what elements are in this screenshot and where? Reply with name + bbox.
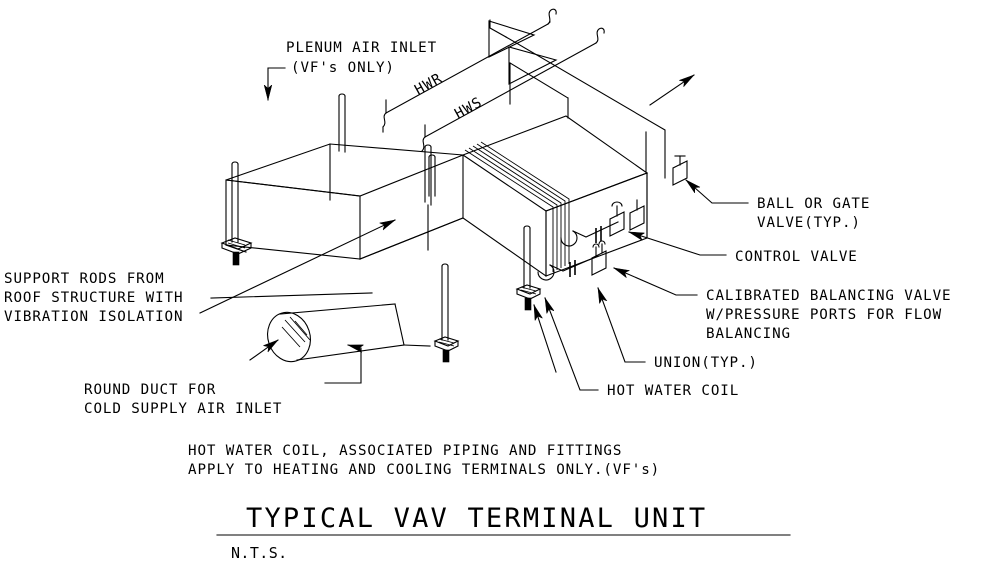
drawing-scale-note: N.T.S. (231, 544, 288, 562)
coil-lower-header-piping (538, 241, 606, 280)
leader-lines (200, 68, 748, 390)
support-rod-assembly-3 (425, 145, 431, 250)
general-note-line1: HOT WATER COIL, ASSOCIATED PIPING AND FI… (188, 443, 622, 459)
callout-calibrated-balancing-valve-line3: BALANCING (706, 326, 791, 342)
callout-control-valve: CONTROL VALVE (735, 249, 858, 265)
pipe-label-hwr: HWR (412, 70, 445, 98)
support-rod-assembly-2 (339, 94, 345, 152)
callout-plenum-air-inlet-line2: (VF's ONLY) (291, 60, 395, 76)
callout-support-rods-line2: ROOF STRUCTURE WITH (4, 290, 183, 306)
callout-union: UNION(TYP.) (654, 355, 758, 371)
round-supply-duct (261, 304, 430, 367)
drawing-title: TYPICAL VAV TERMINAL UNIT (246, 503, 707, 534)
ball-or-gate-valve-symbol (673, 156, 687, 185)
hwr-piping (383, 9, 665, 178)
callout-ball-or-gate-valve-line1: BALL OR GATE (757, 196, 870, 212)
hot-water-coil-fins (464, 141, 570, 272)
support-rod-assembly-5 (435, 264, 458, 363)
callout-support-rods-line3: VIBRATION ISOLATION (4, 309, 183, 325)
callout-round-duct-line2: COLD SUPPLY AIR INLET (84, 401, 282, 417)
vav-casing-body (226, 116, 647, 276)
pipe-label-hws: HWS (452, 94, 485, 122)
coil-upper-header-piping (561, 200, 644, 246)
callout-calibrated-balancing-valve-line2: W/PRESSURE PORTS FOR FLOW (706, 307, 942, 323)
callout-calibrated-balancing-valve-line1: CALIBRATED BALANCING VALVE (706, 288, 951, 304)
hws-piping (422, 28, 646, 172)
general-note-line2: APPLY TO HEATING AND COOLING TERMINALS O… (188, 462, 660, 478)
callout-plenum-air-inlet-line1: PLENUM AIR INLET (286, 40, 437, 56)
callout-hot-water-coil: HOT WATER COIL (607, 383, 739, 399)
flow-direction-arrow (650, 75, 694, 105)
support-rod-assembly-4 (429, 155, 435, 196)
callout-round-duct-line1: ROUND DUCT FOR (84, 382, 216, 398)
callout-ball-or-gate-valve-line2: VALVE(TYP.) (757, 215, 861, 231)
pipe-transition-marks (489, 21, 556, 84)
support-rod-assembly-1 (222, 162, 251, 266)
support-rod-assembly-6 (517, 226, 540, 311)
callout-support-rods-line1: SUPPORT RODS FROM (4, 271, 165, 287)
